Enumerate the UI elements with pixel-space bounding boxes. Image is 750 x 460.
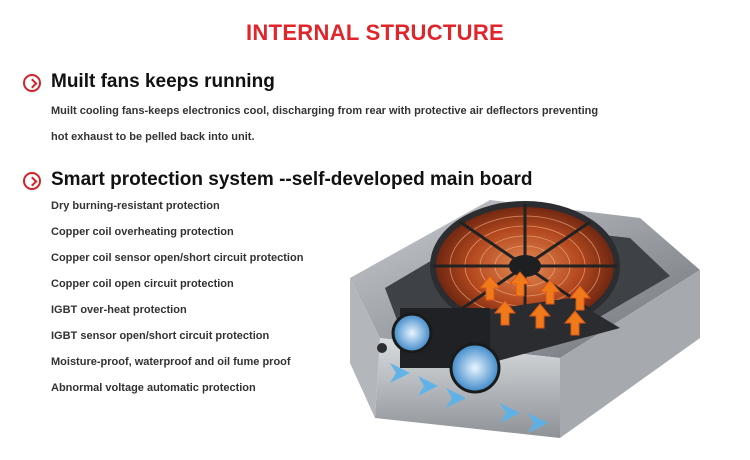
list-item: Dry burning-resistant protection xyxy=(51,200,220,212)
section-heading-fans: Muilt fans keeps running xyxy=(51,71,275,92)
cooling-fan-right xyxy=(449,342,501,394)
induction-cooker-cutaway-image xyxy=(350,200,700,438)
page-title: INTERNAL STRUCTURE xyxy=(246,20,504,45)
list-item: Abnormal voltage automatic protection xyxy=(51,382,256,394)
casing-side-right xyxy=(560,270,700,438)
list-item: IGBT sensor open/short circuit protectio… xyxy=(51,330,270,342)
list-item: IGBT over-heat protection xyxy=(51,304,187,316)
section-text-line-1: Muilt cooling fans-keeps electronics coo… xyxy=(51,105,599,117)
cooling-fan-left xyxy=(391,312,433,354)
chevron-right-circle-icon xyxy=(23,172,41,190)
list-item: Copper coil sensor open/short circuit pr… xyxy=(51,252,304,264)
list-item: Copper coil open circuit protection xyxy=(51,278,234,290)
plug-port xyxy=(377,343,387,353)
section-text-line-2: hot exhaust to be pelled back into unit. xyxy=(51,131,255,143)
casing-side-left xyxy=(350,278,380,418)
section-heading-protection: Smart protection system --self-developed… xyxy=(51,169,533,190)
list-item: Copper coil overheating protection xyxy=(51,226,234,238)
list-item: Moisture-proof, waterproof and oil fume … xyxy=(51,356,291,368)
chevron-right-circle-icon xyxy=(23,74,41,92)
